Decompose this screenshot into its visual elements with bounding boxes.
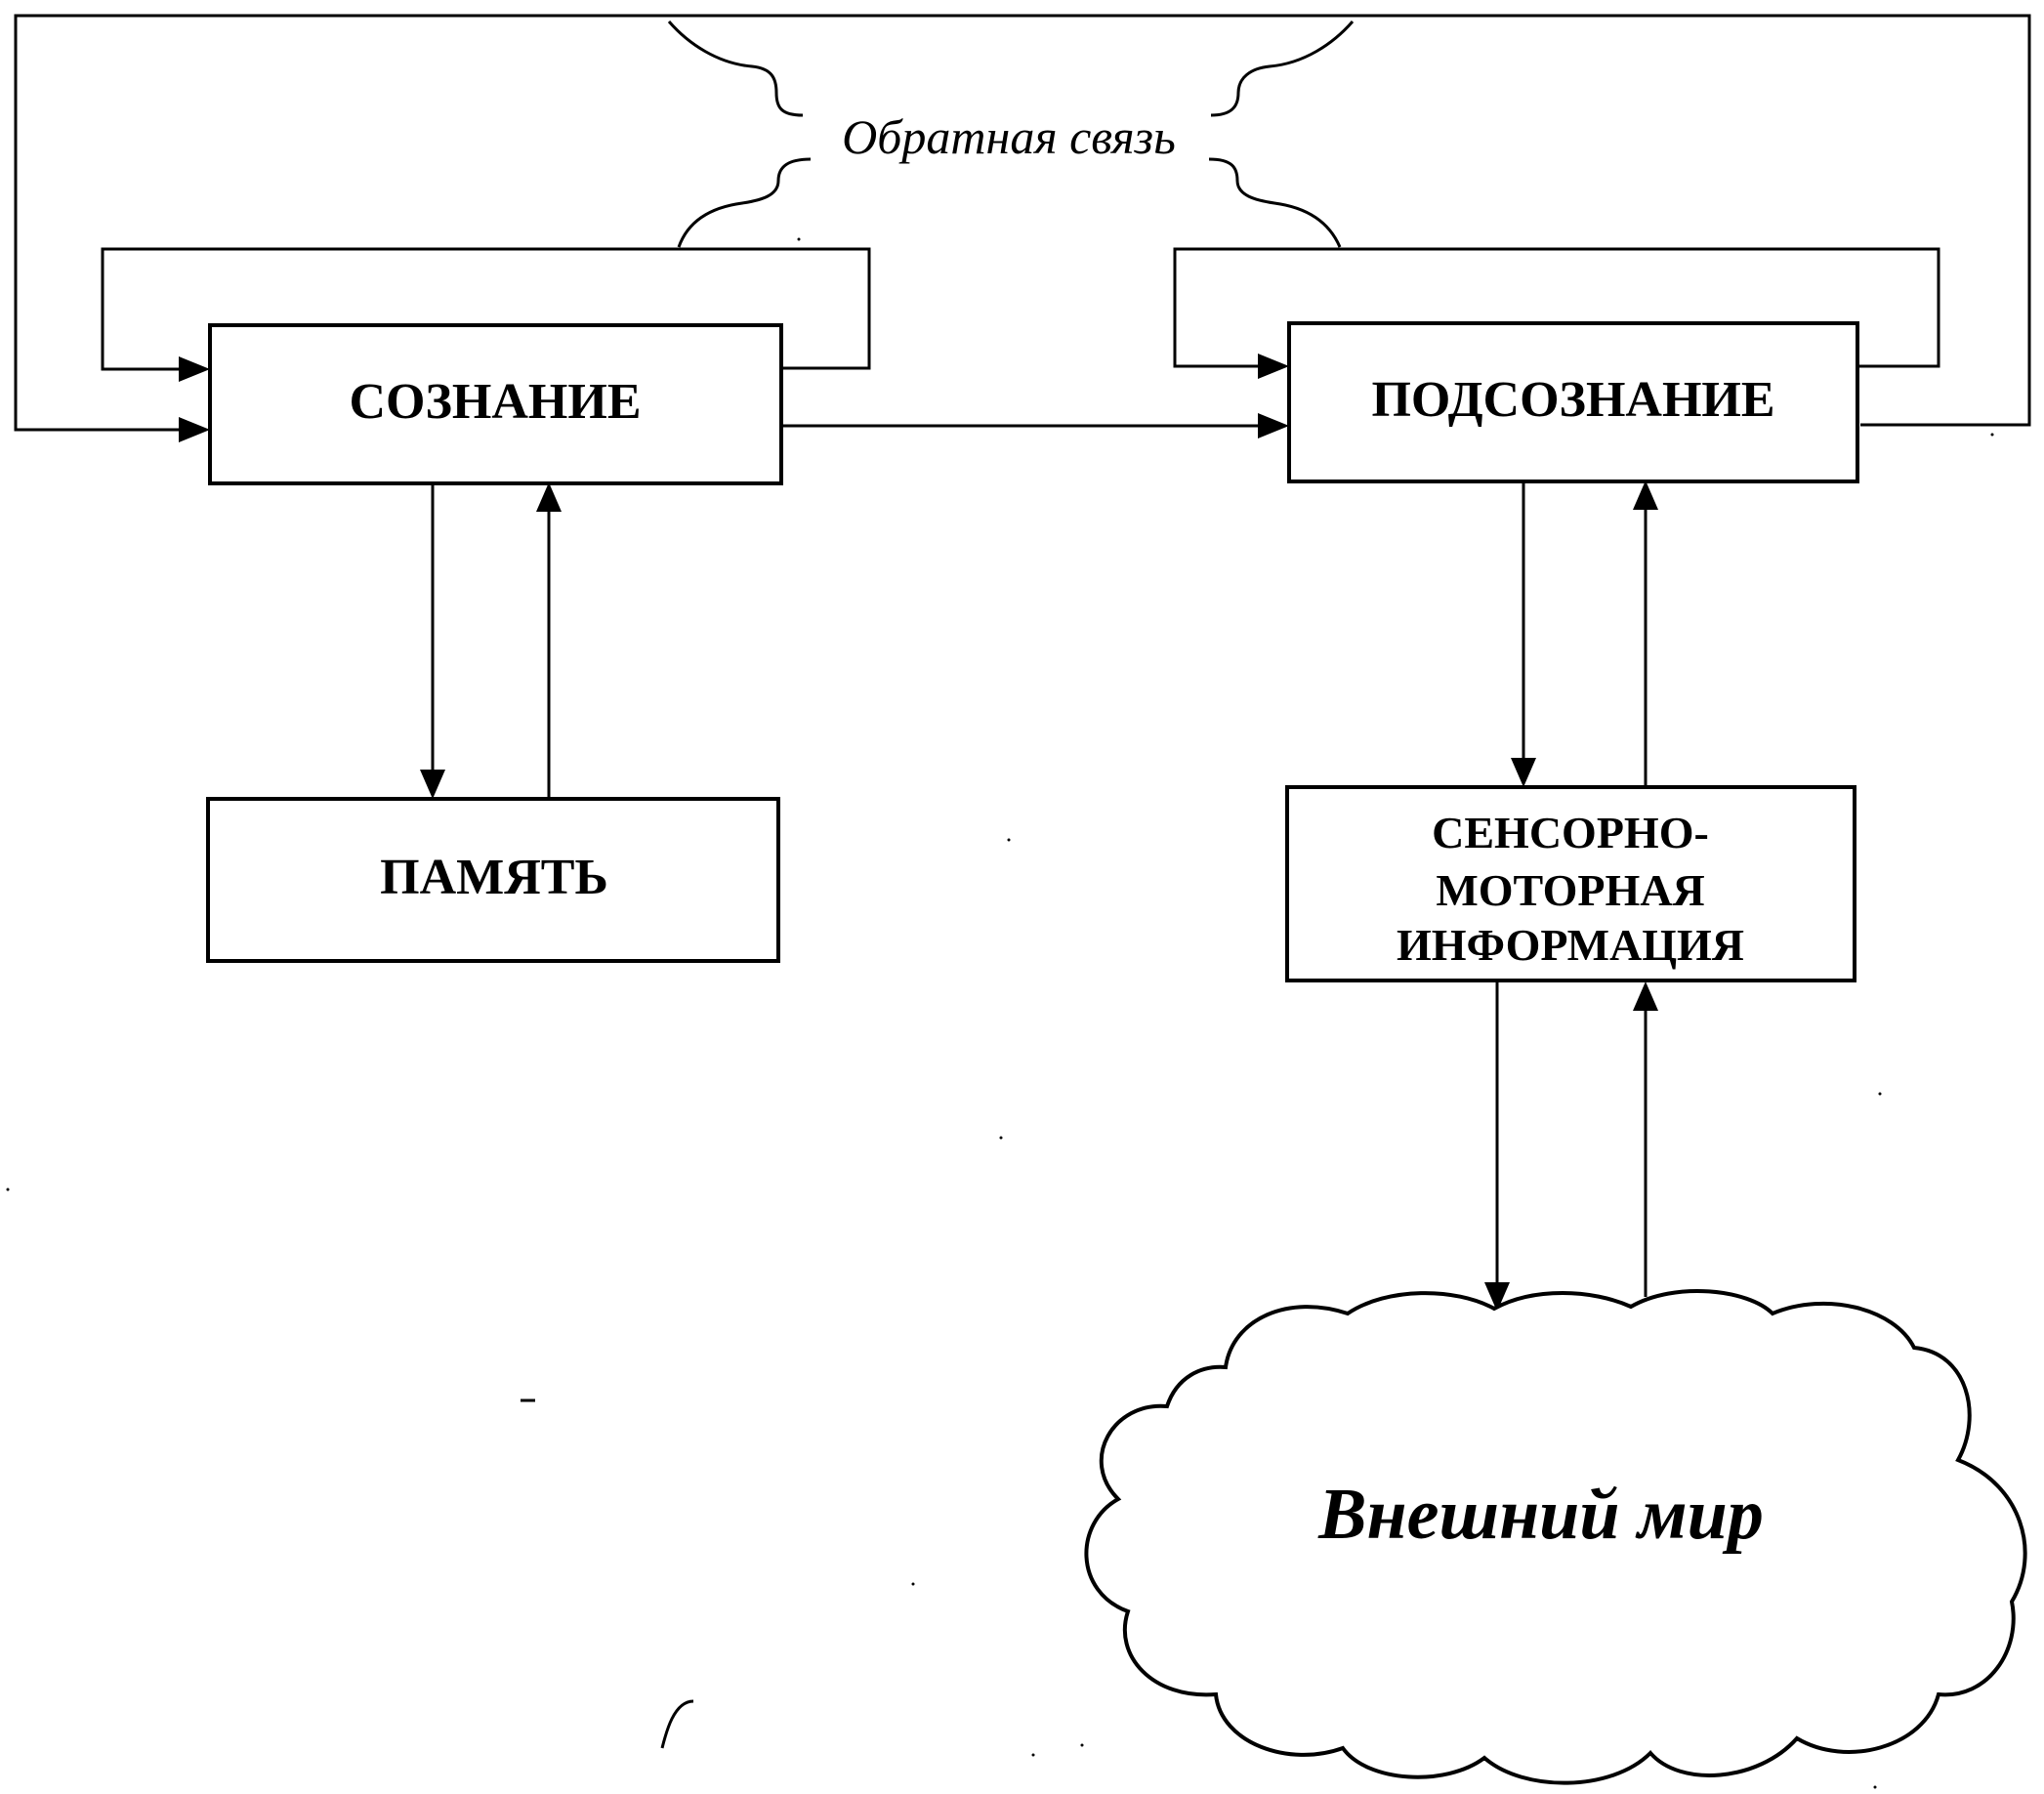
edge-consciousness-to-memory-arrowhead xyxy=(420,770,445,799)
subconscious-label: ПОДСОЗНАНИЕ xyxy=(1371,372,1774,428)
speck xyxy=(1080,1743,1084,1747)
consciousness-label: СОЗНАНИЕ xyxy=(349,374,641,430)
sensorimotor-label-line-2: МОТОРНАЯ xyxy=(1436,865,1704,915)
edge-sensorimotor-to-world xyxy=(1484,980,1510,1312)
consciousness-self-loop xyxy=(101,247,871,382)
sensorimotor-label-line-3: ИНФОРМАЦИЯ xyxy=(1397,920,1744,970)
memory-label: ПАМЯТЬ xyxy=(380,850,608,905)
speck xyxy=(797,237,801,241)
consciousness-box xyxy=(208,323,783,485)
speck xyxy=(6,1188,10,1191)
feedback-loop-arrowhead xyxy=(179,417,210,442)
memory-box xyxy=(206,797,780,963)
feedback-label: Обратная связь xyxy=(842,109,1176,164)
edge-subconscious-to-sensorimotor-arrowhead xyxy=(1511,758,1536,787)
edge-consciousness-to-subconscious-arrowhead xyxy=(1258,413,1289,438)
sensorimotor-box xyxy=(1285,785,1856,982)
node-sensorimotor: СЕНСОРНО- МОТОРНАЯ ИНФОРМАЦИЯ xyxy=(1285,785,1856,982)
edge-consciousness-to-subconscious xyxy=(781,413,1289,438)
node-subconscious: ПОДСОЗНАНИЕ xyxy=(1287,321,1859,483)
feedback-brace-left xyxy=(667,21,804,117)
node-consciousness: СОЗНАНИЕ xyxy=(208,323,783,485)
feedback-brace-right-lower xyxy=(1208,157,1342,248)
feedback-brace: Обратная связь xyxy=(667,21,1355,248)
consciousness-self-loop-arrowhead xyxy=(179,356,210,382)
subconscious-box xyxy=(1287,321,1859,483)
edge-consciousness-to-memory xyxy=(420,484,445,799)
external-world-label: Внешний мир xyxy=(1317,1475,1764,1555)
speck xyxy=(1007,838,1011,842)
consciousness-self-loop-line xyxy=(101,247,871,371)
edge-sensorimotor-to-subconscious-arrowhead xyxy=(1633,480,1658,510)
feedback-loop-line xyxy=(14,14,2031,432)
edge-sensorimotor-to-world-arrowhead xyxy=(1484,1282,1510,1312)
subconscious-self-loop-line xyxy=(1173,247,1940,368)
sensorimotor-label-line-1: СЕНСОРНО- xyxy=(1432,808,1709,857)
edge-world-to-sensorimotor xyxy=(1633,981,1658,1297)
speck xyxy=(999,1136,1003,1140)
subconscious-self-loop xyxy=(1173,247,1940,379)
edge-world-to-sensorimotor-arrowhead xyxy=(1633,981,1658,1011)
node-external-world: Внешний мир xyxy=(1084,1289,2027,1785)
feedback-brace-left-lower xyxy=(677,157,812,248)
feedback-loop xyxy=(14,14,2031,442)
scan-specks xyxy=(6,237,1994,1789)
node-memory: ПАМЯТЬ xyxy=(206,797,780,963)
speck xyxy=(911,1582,915,1586)
speck xyxy=(1878,1092,1882,1096)
subconscious-self-loop-arrowhead xyxy=(1258,354,1289,379)
speck xyxy=(1990,433,1994,437)
edge-subconscious-to-sensorimotor xyxy=(1511,481,1536,787)
speck xyxy=(660,1699,694,1749)
edge-sensorimotor-to-subconscious xyxy=(1633,480,1658,787)
speck xyxy=(1031,1753,1035,1757)
edge-memory-to-consciousness xyxy=(536,482,562,799)
edge-memory-to-consciousness-arrowhead xyxy=(536,482,562,512)
external-world-cloud xyxy=(1084,1289,2027,1785)
feedback-brace-right xyxy=(1210,21,1355,117)
speck xyxy=(1873,1785,1877,1789)
